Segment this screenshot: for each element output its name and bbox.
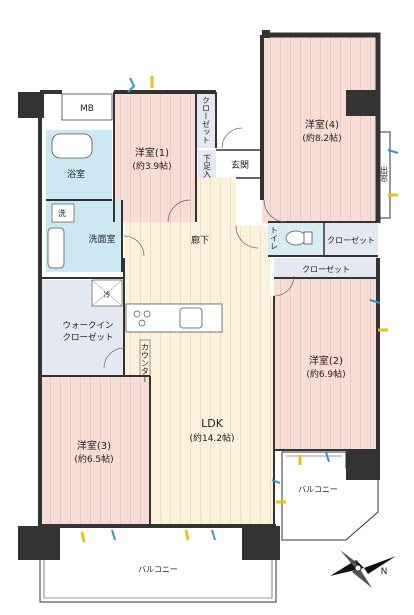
door-swings (103, 127, 295, 369)
shoe-storage-label: 下足入 (203, 154, 212, 178)
yoshitsu1-name: 洋室(1) (135, 146, 169, 159)
bathtub-icon (51, 133, 93, 159)
compass-icon (330, 550, 396, 588)
toilet-label: トイレ (270, 226, 279, 250)
yoshitsu3-name: 洋室(3) (77, 439, 111, 452)
wash-label: 洗 (58, 208, 66, 218)
vent-markers (80, 76, 399, 543)
yoshitsu2-floor (274, 278, 378, 450)
walkin-label-1: ウォークイン (62, 321, 113, 331)
yoshitsu4-area: (約8.2帖) (302, 132, 341, 144)
washer-box (51, 203, 75, 223)
ldk-name: LDK (201, 417, 224, 430)
balcony-bottom-label: バルコニー (138, 565, 178, 574)
counter-label: カウンター (141, 343, 150, 383)
yoshitsu1-floor (114, 92, 196, 222)
bath-label: 浴室 (67, 168, 85, 180)
closet-mid2-floor (274, 258, 378, 278)
ldk-area: (約14.2帖) (189, 432, 234, 444)
washroom-label: 洗面室 (88, 233, 115, 245)
fridge-label: 冷 (104, 290, 111, 299)
washbasin-icon (47, 227, 65, 269)
walkin-label-2: クローゼット (62, 332, 113, 343)
yoshitsu4-floor (262, 35, 378, 223)
bay-label: 出窓 (380, 165, 389, 182)
mb-label: MB (80, 104, 94, 114)
bay-window (377, 131, 391, 219)
compass-n-label: N (381, 567, 388, 577)
toilet-icon (285, 230, 313, 246)
stove-burner-icon (143, 310, 151, 318)
stove-burner-icon (138, 319, 146, 327)
stove-burner-icon (133, 310, 141, 318)
mb-box (61, 93, 113, 121)
yoshitsu2-area: (約6.9帖) (306, 368, 345, 380)
entrance-label: 玄関 (231, 159, 249, 171)
shoe-storage-floor (198, 150, 216, 178)
corridor-floor (124, 174, 274, 258)
corridor-label: 廊下 (191, 234, 209, 246)
kitchen-counter (125, 303, 223, 333)
yoshitsu3-floor (40, 376, 150, 526)
balcony-right-label: バルコニー (298, 485, 338, 494)
closet-mid1-floor (324, 222, 378, 258)
entrance-floor (216, 150, 260, 178)
yoshitsu3-area: (約6.5帖) (74, 453, 113, 465)
closet-top-label: クローゼット (202, 96, 211, 144)
closet-top-floor (196, 92, 216, 148)
yoshitsu2-name: 洋室(2) (309, 354, 343, 367)
pillars (18, 30, 380, 560)
closet-mid2-label: クローゼット (302, 264, 350, 274)
closet-mid1-label: クローゼット (327, 235, 375, 245)
yoshitsu1-area: (約3.9帖) (132, 160, 171, 172)
yoshitsu4-name: 洋室(4) (305, 118, 339, 131)
balcony-bottom (39, 560, 277, 603)
sink-icon (179, 307, 203, 329)
